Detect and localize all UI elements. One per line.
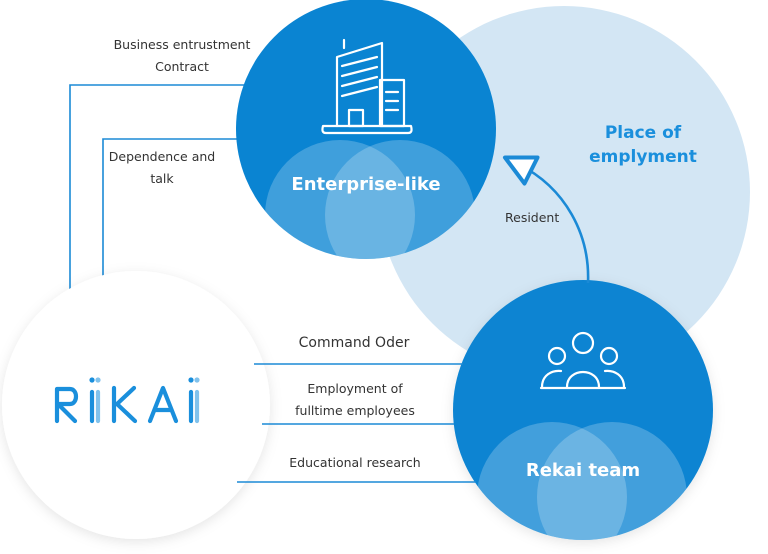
rekai-team-title: Rekai team [525, 460, 641, 481]
people-icon [539, 331, 627, 390]
employment-line2: fulltime employees [295, 403, 415, 418]
place-line1: Place of [604, 123, 682, 143]
rikai-logo [54, 385, 200, 424]
rikai-circle [2, 271, 270, 539]
connector-dependence-line [102, 138, 238, 278]
dependence-line2: talk [150, 171, 174, 186]
place-line2: emplyment [589, 147, 697, 167]
employment-label: Employment of fulltime employees [270, 378, 440, 422]
rikai-logo-dots [89, 377, 200, 383]
resident-arrow [502, 155, 590, 284]
connector-business-line [69, 84, 250, 290]
rekai-team-circle [453, 280, 713, 540]
place-of-employment-label: Place of emplyment [566, 121, 720, 169]
resident-label: Resident [505, 210, 560, 225]
building-icon [321, 38, 413, 135]
business-line2: Contract [155, 59, 209, 74]
business-line1: Business entrustment [113, 37, 251, 52]
educational-label: Educational research [289, 455, 421, 470]
command-order-label: Command Oder [298, 335, 410, 351]
enterprise-title: Enterprise-like [291, 174, 441, 195]
dependence-label: Dependence and talk [100, 146, 224, 190]
rekai-team-highlights [477, 422, 687, 540]
employment-line1: Employment of [307, 381, 403, 396]
business-entrustment-label: Business entrustment Contract [92, 34, 272, 78]
dependence-line1: Dependence and [108, 149, 216, 164]
